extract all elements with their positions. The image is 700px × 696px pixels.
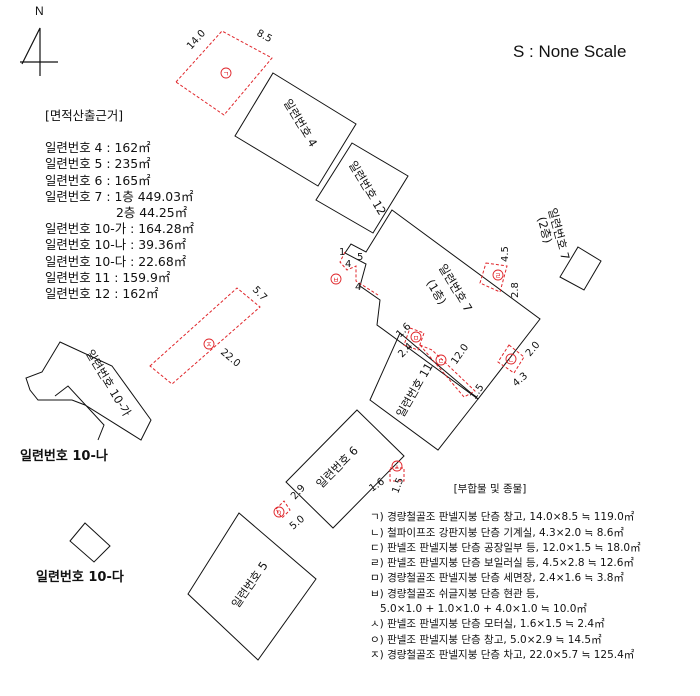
building-4 <box>234 72 357 187</box>
area-basis-title: [면적산출근거] <box>45 108 124 123</box>
dim-label: 8.5 <box>255 28 274 45</box>
dim-label: 2.0 <box>524 340 543 359</box>
building-5 <box>187 512 317 661</box>
building-12-label: 일련번호 12 <box>346 158 389 217</box>
dim-label: 2.9 <box>289 483 308 502</box>
north-arrow-icon <box>20 27 58 76</box>
legend-row: ㅇ) 판넬조 판넬지붕 단층 창고, 5.0×2.9 ≒ 14.5㎡ <box>370 633 602 646</box>
dim-label: 4 <box>355 282 361 293</box>
dim-label: 22.0 <box>218 347 242 370</box>
building-10-na-label: 일련번호 10-나 <box>20 449 108 464</box>
area-row: 2층 44.25㎡ <box>116 205 188 221</box>
annex-na <box>497 344 525 374</box>
area-basis: [면적산출근거] 일련번호 4 : 162㎡ 일련번호 5 : 235㎡ 일련번… <box>45 108 194 302</box>
annex-sa <box>389 467 405 482</box>
annex-da <box>419 344 476 398</box>
dim-label: 1 <box>339 247 345 258</box>
legend-row: ㄹ) 판넬조 판넬지붕 단층 보일러실 등, 4.5×2.8 ≒ 12.6㎡ <box>370 557 634 570</box>
building-10-ga <box>25 341 152 441</box>
legend-row: 5.0×1.0 + 1.0×1.0 + 4.0×1.0 ≒ 10.0㎡ <box>380 603 587 616</box>
legend-row: ㄷ) 판넬조 판넬지붕 단층 공장일부 등, 12.0×1.5 ≒ 18.0㎡ <box>370 541 641 554</box>
legend-title: [부합물 및 종물] <box>453 483 527 495</box>
legend-row: ㄱ) 경량철골조 판넬지붕 단층 창고, 14.0×8.5 ≒ 119.0㎡ <box>370 511 635 524</box>
marker-sa: ㅅ <box>394 463 400 471</box>
dim-label: 12.0 <box>449 342 471 367</box>
dim-label: 5.0 <box>288 514 307 533</box>
marker-ra: ㄹ <box>495 272 501 280</box>
building-10-na <box>54 385 105 441</box>
annex-ra <box>479 262 508 293</box>
dim-label: 1.5 <box>390 476 406 495</box>
dim-label: 4.5 <box>500 246 511 262</box>
area-row: 일련번호 6 : 165㎡ <box>45 172 151 188</box>
area-row: 일련번호 11 : 159.9㎡ <box>45 269 171 285</box>
dim-label: 4 <box>345 259 351 270</box>
north-label: N <box>35 4 44 18</box>
dim-label: 1.5 <box>468 382 486 401</box>
legend: [부합물 및 종물] ㄱ) 경량철골조 판넬지붕 단층 창고, 14.0×8.5… <box>370 482 670 663</box>
area-row: 일련번호 5 : 235㎡ <box>45 156 151 172</box>
dim-label: 14.0 <box>185 28 208 52</box>
dim-label: 2.8 <box>510 282 521 298</box>
marker-ja: ㅈ <box>206 341 212 349</box>
markers <box>203 67 517 518</box>
legend-row: ㅁ) 경량철골조 판넬지붕 단층 세면장, 2.4×1.6 ≒ 3.8㎡ <box>370 572 624 585</box>
area-row: 일련번호 10-다 : 22.68㎡ <box>45 253 187 269</box>
building-7 <box>344 209 541 400</box>
marker-ba: ㅂ <box>333 276 339 284</box>
marker-da: ㄷ <box>438 357 444 365</box>
building-5-label: 일련번호 5 <box>229 559 271 611</box>
annex-ga <box>175 30 273 116</box>
building-10-da <box>69 522 111 563</box>
building-7-2f <box>559 246 602 291</box>
building-10-da-label: 일련번호 10-다 <box>36 570 124 585</box>
area-row: 일련번호 12 : 162㎡ <box>45 286 159 302</box>
scale-note: S : None Scale <box>513 42 627 61</box>
annex-a <box>275 500 291 519</box>
building-7-2f-floor: (2층) <box>535 215 555 245</box>
marker-ma: ㅁ <box>413 334 419 342</box>
marker-a: ㅇ <box>276 509 282 517</box>
annex-ba <box>339 251 379 296</box>
dim-label: 5 <box>357 252 363 263</box>
building-6 <box>285 409 405 529</box>
building-11-label: 일련번호 11 <box>393 360 435 419</box>
building-11 <box>369 332 479 451</box>
area-row: 일련번호 10-가 : 164.28㎡ <box>45 221 194 237</box>
legend-row: ㅈ) 경량철골조 판넬지붕 단층 차고, 22.0×5.7 ≒ 125.4㎡ <box>370 648 635 661</box>
annex-ma <box>403 327 425 351</box>
area-row: 일련번호 4 : 162㎡ <box>45 140 151 156</box>
legend-row: ㅂ) 경량철골조 쉬글지붕 단층 현관 등, <box>370 587 540 600</box>
dim-label: 1.6 <box>394 321 413 340</box>
marker-ga: ㄱ <box>223 70 229 78</box>
marker-na: ㄴ <box>508 356 514 364</box>
area-row: 일련번호 10-나 : 39.36㎡ <box>45 237 187 253</box>
annex-ja <box>149 287 261 385</box>
building-12 <box>315 142 409 234</box>
dim-label: 4.3 <box>511 371 530 390</box>
area-row: 일련번호 7 : 1층 449.03㎡ <box>45 188 194 204</box>
building-4-label: 일련번호 4 <box>281 96 320 149</box>
legend-row: ㅅ) 판넬조 판넬지붕 단층 모터실, 1.6×1.5 ≒ 2.4㎡ <box>370 618 605 631</box>
legend-row: ㄴ) 철파이프조 강판지붕 단층 기계실, 4.3×2.0 ≒ 8.6㎡ <box>370 526 624 539</box>
